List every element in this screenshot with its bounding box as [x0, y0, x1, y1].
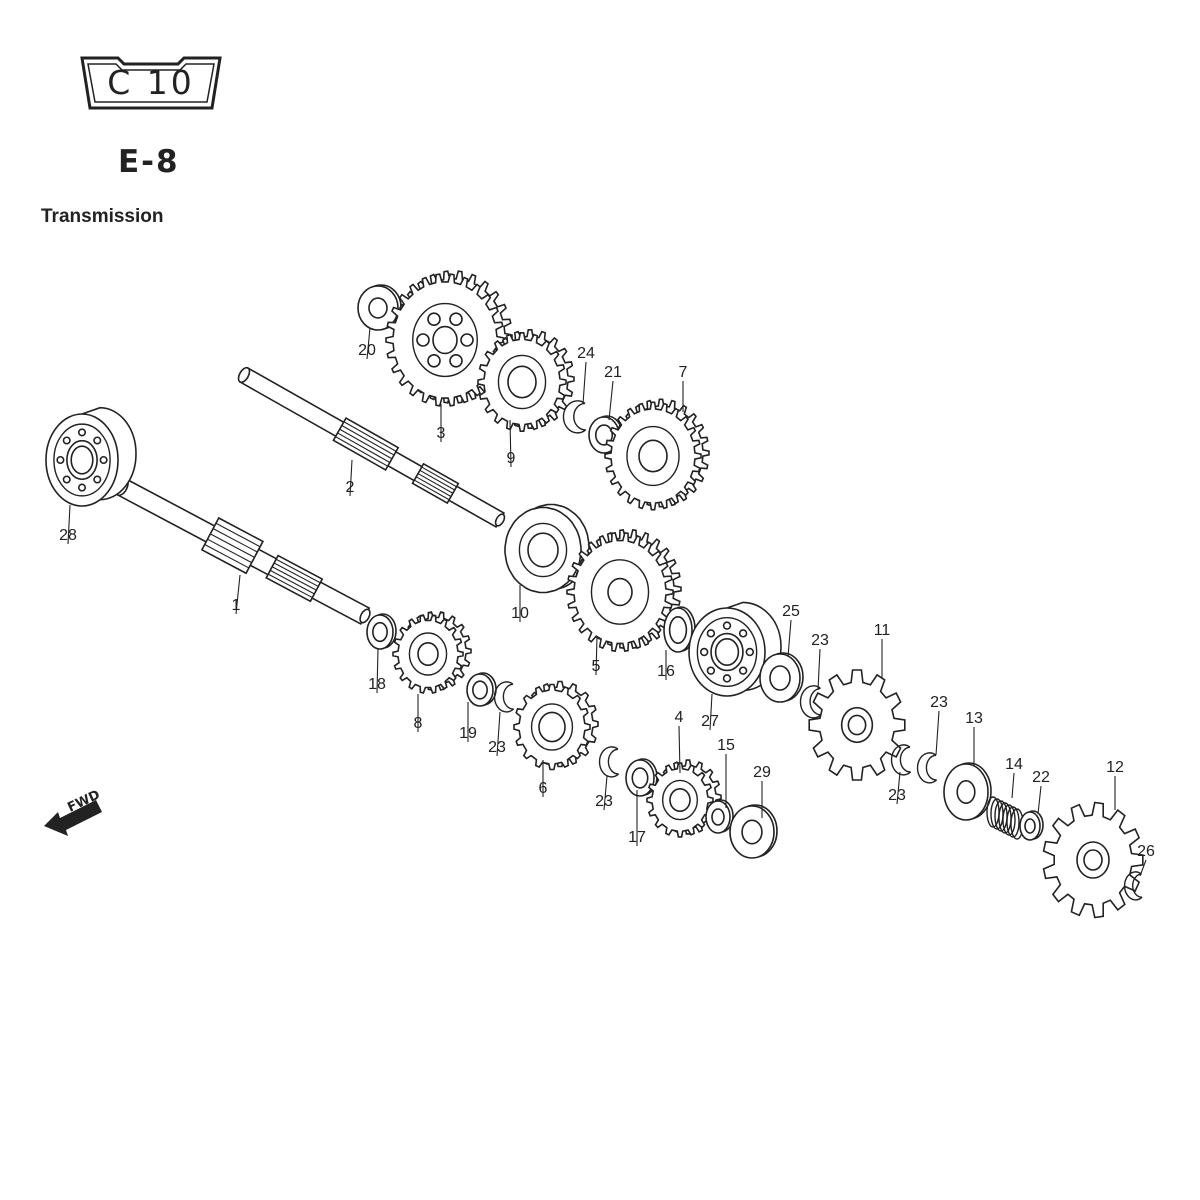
callout-18: 18 [368, 676, 386, 693]
clip-23a [799, 685, 822, 719]
fwd-arrow: FWD [44, 788, 103, 836]
callout-23-3: 23 [888, 787, 906, 804]
page-title: Transmission [41, 206, 164, 227]
gear-7 [604, 398, 710, 511]
bushing-25 [759, 652, 804, 703]
gear-9 [477, 328, 575, 433]
leader-24 [582, 361, 587, 405]
plate-13 [943, 762, 992, 821]
leader-26 [1139, 859, 1147, 877]
callout-16: 16 [657, 663, 675, 680]
callout-9: 9 [507, 450, 516, 467]
washer-16 [663, 606, 696, 653]
callout-27: 27 [701, 713, 719, 730]
clip-23e [916, 752, 938, 784]
gear-6 [513, 680, 599, 771]
callout-23-2: 23 [811, 632, 829, 649]
callout-2: 2 [346, 479, 355, 496]
callout-23-5: 23 [930, 694, 948, 711]
callout-13: 13 [965, 710, 983, 727]
leader-20 [366, 327, 371, 360]
callout-12: 12 [1106, 759, 1124, 776]
callout-1: 1 [232, 597, 241, 614]
callout-15: 15 [717, 737, 735, 754]
callout-20: 20 [358, 342, 376, 359]
callout-29: 29 [753, 764, 771, 781]
leader-27 [709, 693, 713, 731]
callout-7: 7 [679, 364, 688, 381]
callout-4: 4 [675, 709, 684, 726]
callout-14: 14 [1005, 756, 1023, 773]
callout-25: 25 [782, 603, 800, 620]
callout-21: 21 [604, 364, 622, 381]
parts-layer [45, 270, 1144, 919]
leader-1 [235, 574, 241, 615]
callout-5: 5 [592, 658, 601, 675]
leader-23-4 [603, 775, 608, 811]
sprocket-12 [1042, 801, 1144, 919]
section-code: E-8 [118, 144, 180, 180]
section-badge-frame [80, 56, 222, 110]
gear-5 [566, 529, 682, 652]
callout-3: 3 [437, 425, 446, 442]
sprocket-11 [808, 669, 906, 781]
callout-17: 17 [628, 829, 646, 846]
gear-8 [392, 611, 472, 694]
callout-24: 24 [577, 345, 595, 362]
clip-23b [493, 681, 515, 713]
leader-5 [595, 635, 598, 676]
callout-11: 11 [874, 622, 891, 639]
callout-19: 19 [459, 725, 477, 742]
clip-26 [1123, 871, 1143, 901]
washer-18 [366, 613, 397, 650]
shaft-2-countershaft [237, 366, 506, 529]
washer-20 [357, 284, 402, 331]
leader-2 [349, 459, 353, 497]
leader-23-5 [935, 710, 940, 756]
clip-23d [890, 744, 912, 776]
leader-4 [678, 725, 681, 774]
gear-4 [646, 759, 722, 838]
section-badge-label: C 10 [107, 63, 195, 102]
washer-22 [1019, 810, 1044, 841]
leader-21 [608, 380, 614, 421]
bushing-29 [729, 804, 778, 859]
callout-22: 22 [1032, 769, 1050, 786]
callout-23: 23 [488, 739, 506, 756]
leader-9 [509, 419, 512, 468]
leader-18 [376, 647, 379, 694]
clip-23c [598, 746, 620, 778]
leader-25 [787, 619, 792, 658]
leader-23-2 [817, 648, 821, 691]
leader-23 [496, 711, 501, 757]
callout-26: 26 [1137, 843, 1155, 860]
clip-24 [562, 400, 587, 434]
leader-28 [67, 504, 71, 545]
callout-23-4: 23 [595, 793, 613, 810]
callout-8: 8 [414, 715, 423, 732]
spring-14 [986, 796, 1024, 840]
leader-lines [67, 327, 1147, 877]
callout-6: 6 [539, 780, 548, 797]
leader-14 [1011, 772, 1015, 799]
callout-10: 10 [511, 605, 529, 622]
shaft-1-mainshaft [115, 477, 371, 626]
callout-28: 28 [59, 527, 77, 544]
washer-15 [705, 799, 734, 834]
leader-22 [1037, 785, 1042, 815]
callout-labels: 1234567891011121314151617181920212223242… [59, 342, 1155, 860]
fwd-arrow-icon [44, 800, 102, 836]
bearing-28 [45, 406, 137, 507]
leader-23-3 [896, 771, 901, 805]
washer-19 [466, 672, 497, 707]
